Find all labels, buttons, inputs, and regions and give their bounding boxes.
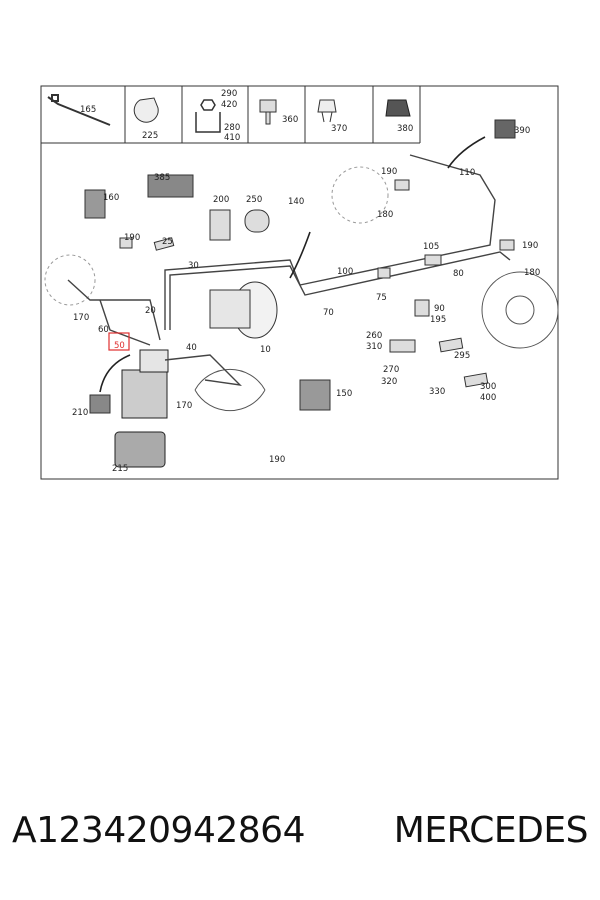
callout-200: 200 <box>213 195 229 205</box>
callout-25: 25 <box>162 237 173 247</box>
callout-385: 385 <box>154 173 170 183</box>
brake-disc-left-rear <box>194 368 266 412</box>
legend-part-225: 225 <box>142 131 158 141</box>
parts-legend-strip <box>41 86 421 144</box>
callout-170: 170 <box>73 313 89 323</box>
callout-310: 310 <box>366 342 382 352</box>
brand-name: MERCEDES <box>393 809 589 851</box>
holder-icon <box>385 99 411 117</box>
callout-110: 110 <box>459 168 475 178</box>
callout-250: 250 <box>246 195 262 205</box>
grommet-icon <box>259 99 277 125</box>
hose-fittings <box>84 119 516 414</box>
callout-140: 140 <box>288 197 304 207</box>
callout-80: 80 <box>453 269 464 279</box>
callout-170: 170 <box>176 401 192 411</box>
callout-195: 195 <box>430 315 446 325</box>
brake-disc-right-rear <box>481 271 559 349</box>
callout-105: 105 <box>423 242 439 252</box>
callout-295: 295 <box>454 351 470 361</box>
callout-20: 20 <box>145 306 156 316</box>
callout-40: 40 <box>186 343 197 353</box>
abs-control-module <box>114 431 166 468</box>
legend-part-410: 410 <box>224 133 240 143</box>
callout-150: 150 <box>336 389 352 399</box>
legend-part-380: 380 <box>397 124 413 134</box>
callout-210: 210 <box>72 408 88 418</box>
part-number: A123420942864 <box>12 809 305 851</box>
callout-330: 330 <box>429 387 445 397</box>
callout-160: 160 <box>103 193 119 203</box>
bracket-nut-icon <box>195 99 221 133</box>
callout-190: 190 <box>381 167 397 177</box>
leader-arrows <box>99 136 486 393</box>
callout-320: 320 <box>381 377 397 387</box>
callout-400: 400 <box>480 393 496 403</box>
caption-bar: A123420942864 MERCEDES <box>12 800 589 860</box>
clip-icon <box>133 97 159 123</box>
callout-100: 100 <box>337 267 353 277</box>
highlighted-part-box <box>108 332 130 351</box>
cable-tie-icon <box>47 94 111 126</box>
legend-part-165: 165 <box>80 105 96 115</box>
callout-270: 270 <box>383 365 399 375</box>
callout-260: 260 <box>366 331 382 341</box>
abs-hydraulic-unit <box>121 349 169 419</box>
hose-clip-icon <box>317 99 337 123</box>
legend-part-280: 280 <box>224 123 240 133</box>
callout-75: 75 <box>376 293 387 303</box>
callout-labels: 390 110 190 180 160 385 200 250 140 190 25 105 30 100… <box>72 126 540 474</box>
highlighted-callout-50: 50 <box>114 341 125 351</box>
brake-disc-front-left <box>44 254 96 306</box>
callout-190: 190 <box>124 233 140 243</box>
brake-lines <box>67 154 511 386</box>
callout-90: 90 <box>434 304 445 314</box>
callout-180: 180 <box>524 268 540 278</box>
callout-390: 390 <box>514 126 530 136</box>
callout-300: 300 <box>480 382 496 392</box>
callout-70: 70 <box>323 308 334 318</box>
brake-disc-front-right <box>331 166 389 224</box>
callout-190: 190 <box>269 455 285 465</box>
brake-booster <box>209 281 278 339</box>
callout-30: 30 <box>188 261 199 271</box>
callout-180: 180 <box>377 210 393 220</box>
legend-part-370: 370 <box>331 124 347 134</box>
callout-215: 215 <box>112 464 128 474</box>
legend-part-290: 290 <box>221 89 237 99</box>
callout-60: 60 <box>98 325 109 335</box>
legend-part-420: 420 <box>221 100 237 110</box>
callout-190: 190 <box>522 241 538 251</box>
callout-10: 10 <box>260 345 271 355</box>
legend-part-360: 360 <box>282 115 298 125</box>
